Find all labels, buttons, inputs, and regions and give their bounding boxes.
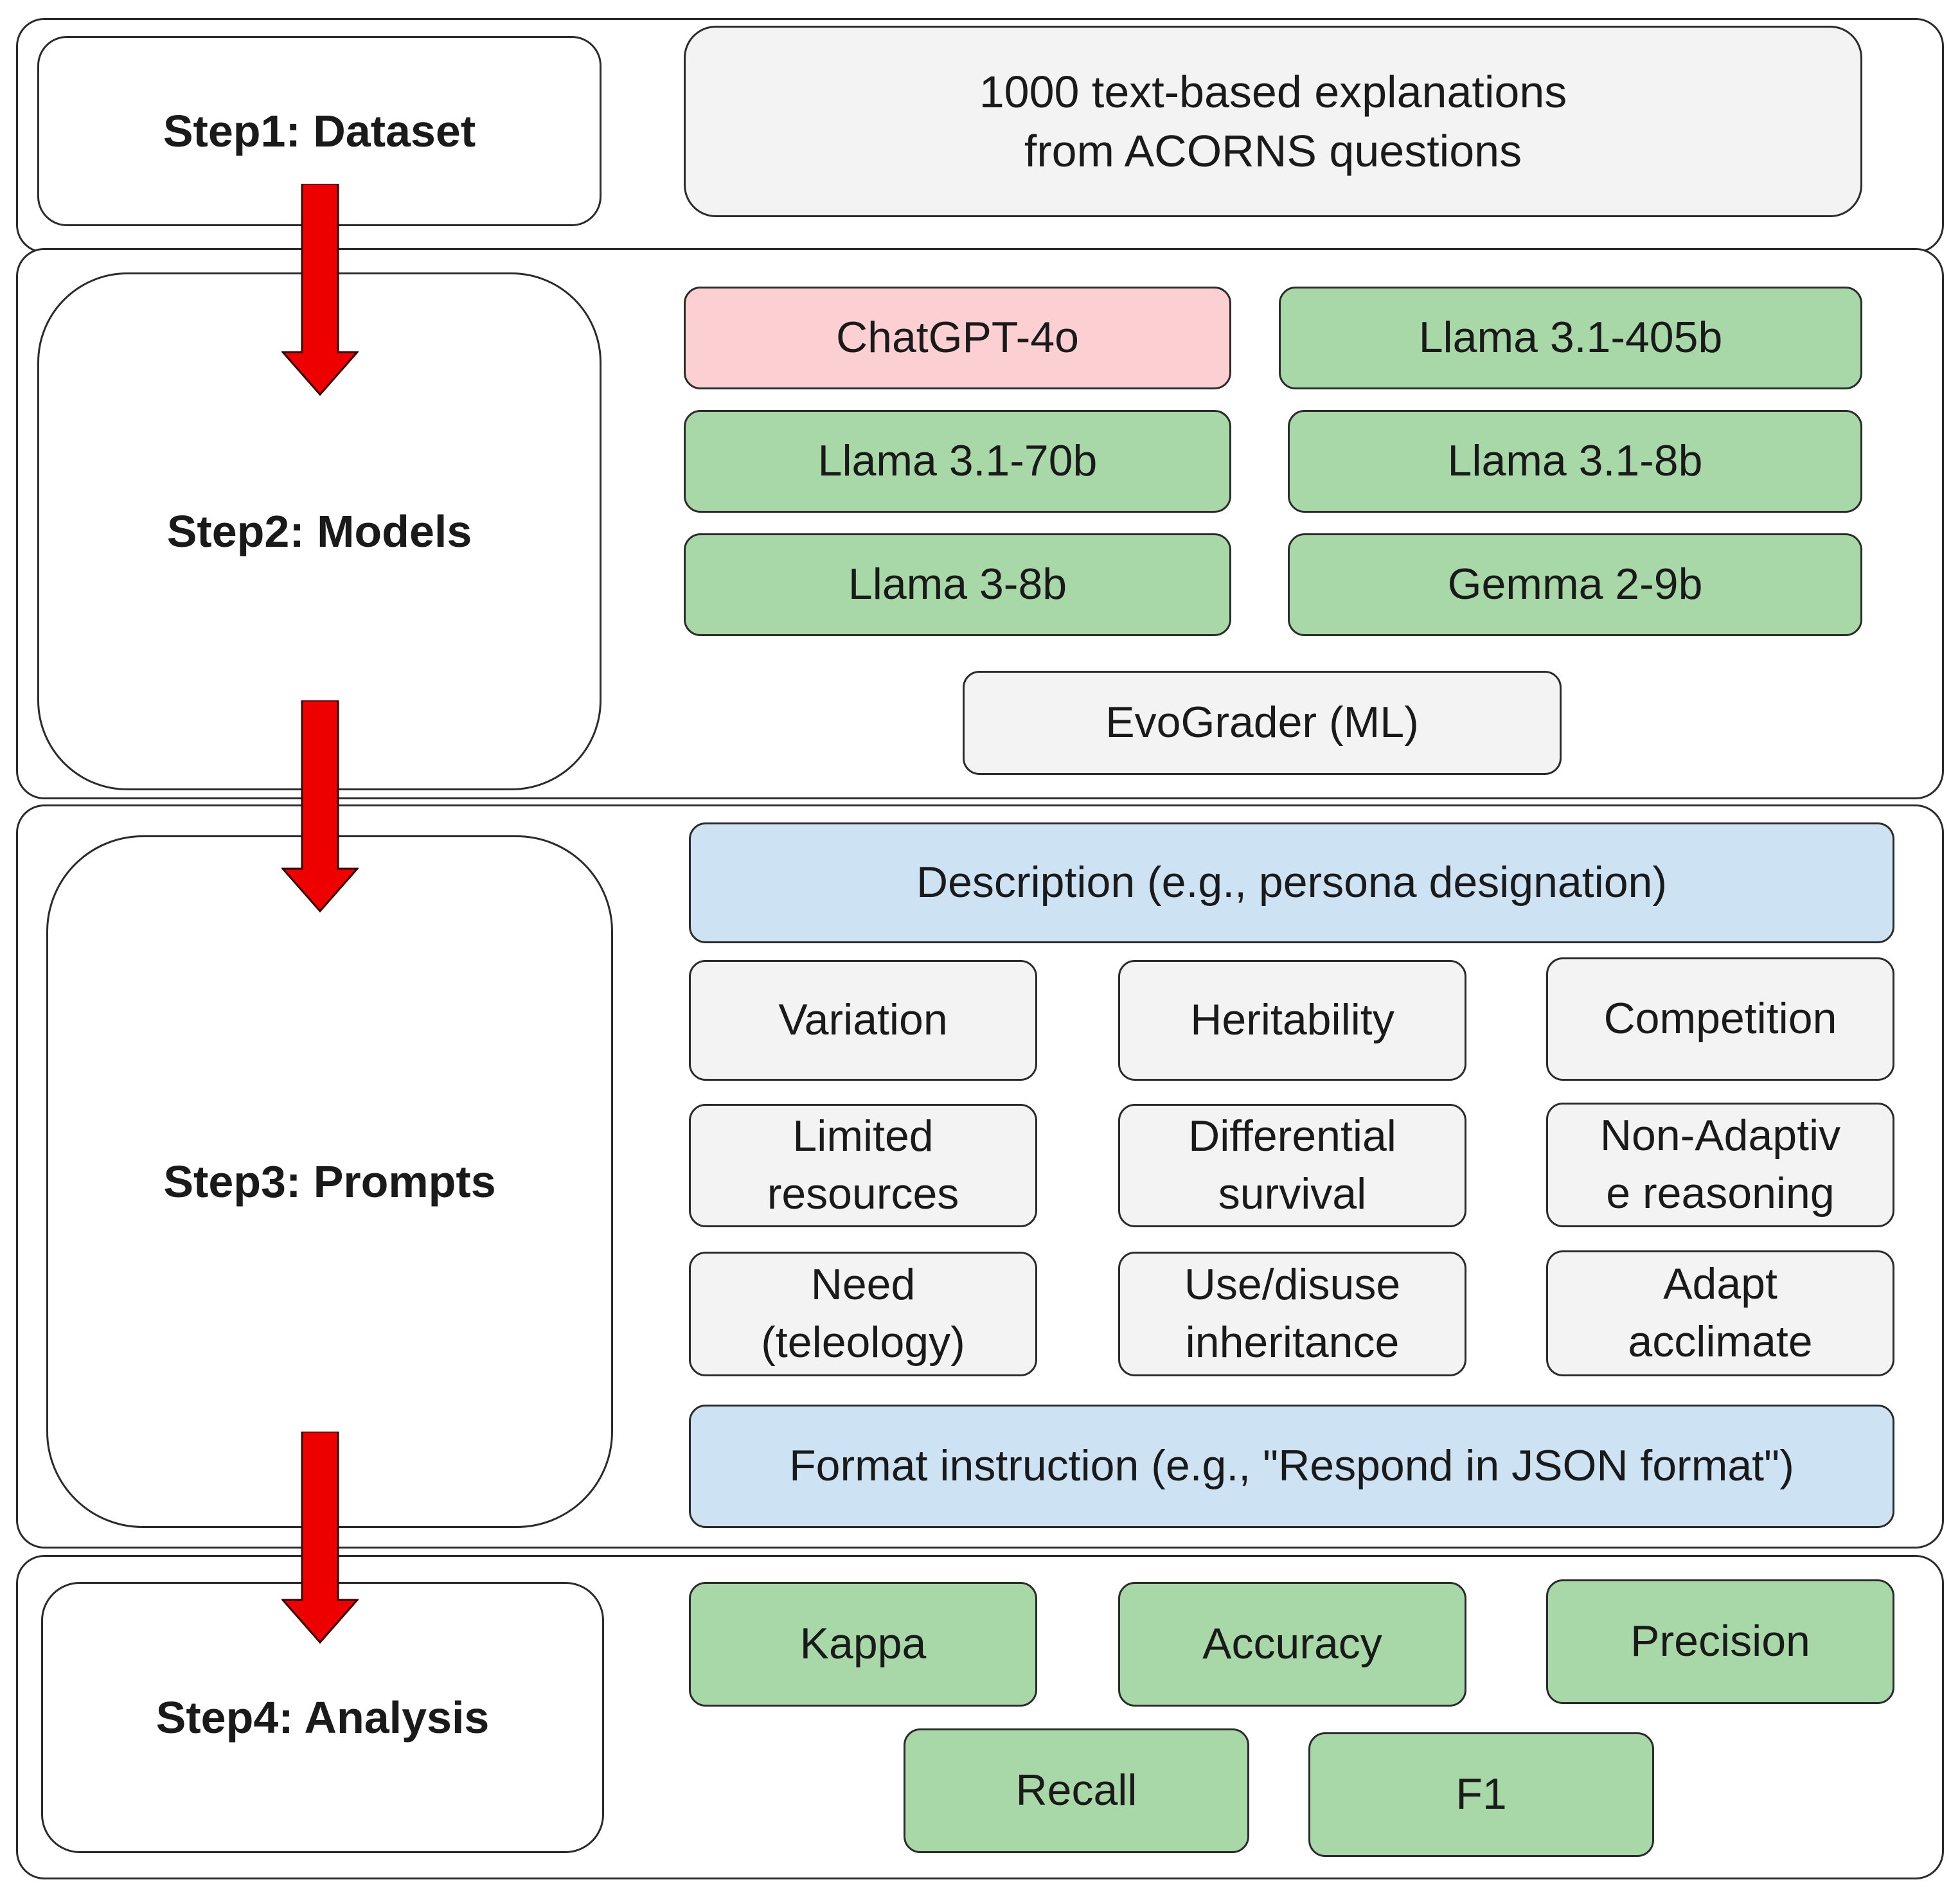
concept-non-adaptive-reasoning: Non-Adaptiv e reasoning <box>1546 1103 1894 1227</box>
concept-competition: Competition <box>1546 957 1894 1081</box>
prompt-format-instruction: Format instruction (e.g., "Respond in JS… <box>689 1405 1894 1528</box>
arrow-step2-to-step3-icon <box>281 700 359 912</box>
arrow-step1-to-step2-icon <box>281 184 359 396</box>
concept-need-teleology: Need (teleology) <box>689 1252 1037 1376</box>
model-llama-3.1-8b: Llama 3.1-8b <box>1288 410 1862 513</box>
model-gemma-2-9b: Gemma 2-9b <box>1288 533 1862 636</box>
concept-differential-survival: Differential survival <box>1118 1104 1466 1227</box>
metric-kappa: Kappa <box>689 1582 1037 1707</box>
metric-recall: Recall <box>904 1728 1249 1853</box>
arrow-step3-to-step4-icon <box>281 1432 359 1644</box>
model-llama-3.1-405b: Llama 3.1-405b <box>1279 287 1862 389</box>
metric-accuracy: Accuracy <box>1118 1582 1466 1707</box>
concept-adapt-acclimate: Adapt acclimate <box>1546 1250 1894 1376</box>
concept-limited-resources: Limited resources <box>689 1104 1037 1227</box>
model-llama-3-8b: Llama 3-8b <box>684 533 1231 636</box>
model-llama-3.1-70b: Llama 3.1-70b <box>684 410 1231 513</box>
metric-precision: Precision <box>1546 1579 1894 1704</box>
concept-heritability: Heritability <box>1118 960 1466 1081</box>
concept-variation: Variation <box>689 960 1037 1081</box>
model-evograder-ml: EvoGrader (ML) <box>963 671 1562 775</box>
dataset-description: 1000 text-based explanations from ACORNS… <box>684 26 1862 217</box>
prompt-description: Description (e.g., persona designation) <box>689 822 1894 943</box>
step3-label: Step3: Prompts <box>46 835 613 1528</box>
concept-use-disuse-inheritance: Use/disuse inheritance <box>1118 1252 1466 1376</box>
model-chatgpt-4o: ChatGPT-4o <box>684 287 1231 389</box>
metric-f1: F1 <box>1308 1732 1654 1857</box>
